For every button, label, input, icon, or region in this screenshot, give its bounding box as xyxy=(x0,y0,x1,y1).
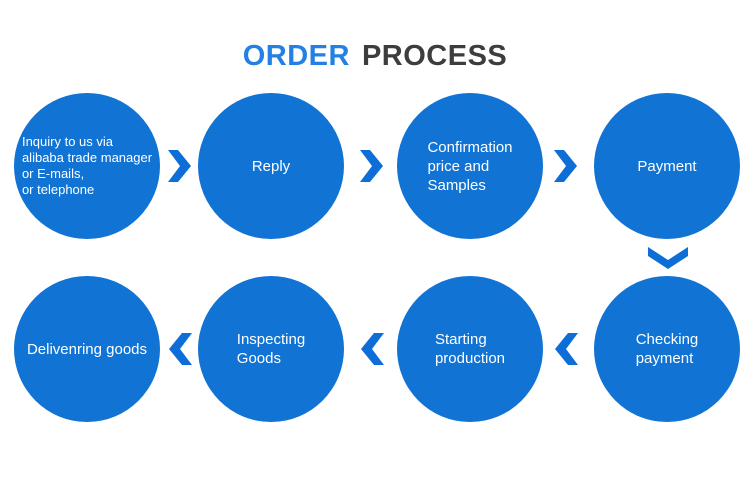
title-word-order: ORDER xyxy=(242,40,350,72)
step-label-inspecting-goods: Inspecting Goods xyxy=(236,331,306,367)
chevron-right-icon xyxy=(168,150,191,182)
step-label-payment: Payment xyxy=(637,157,697,175)
step-circle-reply: Reply xyxy=(198,93,344,239)
chevron-down-icon xyxy=(648,247,688,269)
chevron-right-icon xyxy=(554,150,577,182)
step-circle-delivering-goods: Delivenring goods xyxy=(14,276,160,422)
step-circle-starting-production: Starting production xyxy=(397,276,543,422)
step-circle-checking-payment: Checking payment xyxy=(594,276,740,422)
step-label-delivering-goods: Delivenring goods xyxy=(26,340,148,358)
step-label-reply: Reply xyxy=(251,157,291,175)
step-circle-payment: Payment xyxy=(594,93,740,239)
step-circle-confirmation: Confirmation price and Samples xyxy=(397,93,543,239)
step-circle-inquiry: Inquiry to us via alibaba trade manager … xyxy=(14,93,160,239)
step-label-confirmation: Confirmation price and Samples xyxy=(427,138,513,194)
chevron-left-icon xyxy=(169,333,192,365)
chevron-left-icon xyxy=(361,333,384,365)
step-label-checking-payment: Checking payment xyxy=(635,331,699,367)
page-title: ORDER PROCESS xyxy=(0,42,750,71)
step-label-inquiry: Inquiry to us via alibaba trade manager … xyxy=(21,134,153,197)
title-word-process: PROCESS xyxy=(361,40,508,72)
chevron-left-icon xyxy=(555,333,578,365)
step-circle-inspecting-goods: Inspecting Goods xyxy=(198,276,344,422)
chevron-right-icon xyxy=(360,150,383,182)
step-label-starting-production: Starting production xyxy=(434,331,506,367)
